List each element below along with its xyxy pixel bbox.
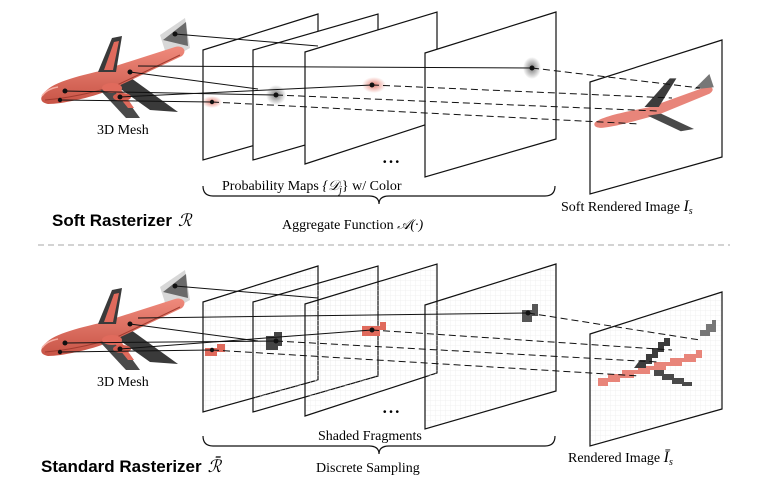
soft-brace	[202, 185, 556, 205]
standard-rendered-airplane	[598, 320, 716, 386]
soft-aggregate-label: Aggregate Function 𝒜(·)	[282, 218, 423, 233]
soft-output-label: Soft Rendered Image Is	[561, 198, 693, 217]
standard-brace	[202, 435, 556, 455]
standard-sampling-label: Discrete Sampling	[316, 461, 420, 476]
soft-map-plane-4	[424, 11, 557, 178]
standard-projection-lines	[59, 285, 701, 377]
standard-mesh-airplane	[40, 269, 191, 371]
standard-output-label: Rendered Image Īs	[568, 449, 673, 468]
soft-maps-label: Probability Maps {𝒟j} w/ Color	[222, 179, 402, 196]
standard-plane-4	[424, 263, 557, 430]
standard-ellipsis: • • •	[383, 407, 400, 418]
soft-mesh-airplane	[40, 17, 191, 119]
standard-fragments-label: Shaded Fragments	[318, 429, 422, 444]
standard-rasterizer-panel: 3D Mesh	[40, 263, 723, 476]
soft-projection-points	[57, 31, 535, 105]
standard-mesh-label: 3D Mesh	[97, 375, 149, 390]
standard-projection-points	[57, 283, 531, 355]
soft-projection-lines	[59, 33, 701, 125]
soft-ellipsis: • • •	[383, 157, 400, 168]
soft-mesh-label: 3D Mesh	[97, 123, 149, 138]
standard-fragment-planes	[202, 263, 723, 447]
soft-rasterizer-panel: 3D Mesh	[40, 11, 723, 233]
